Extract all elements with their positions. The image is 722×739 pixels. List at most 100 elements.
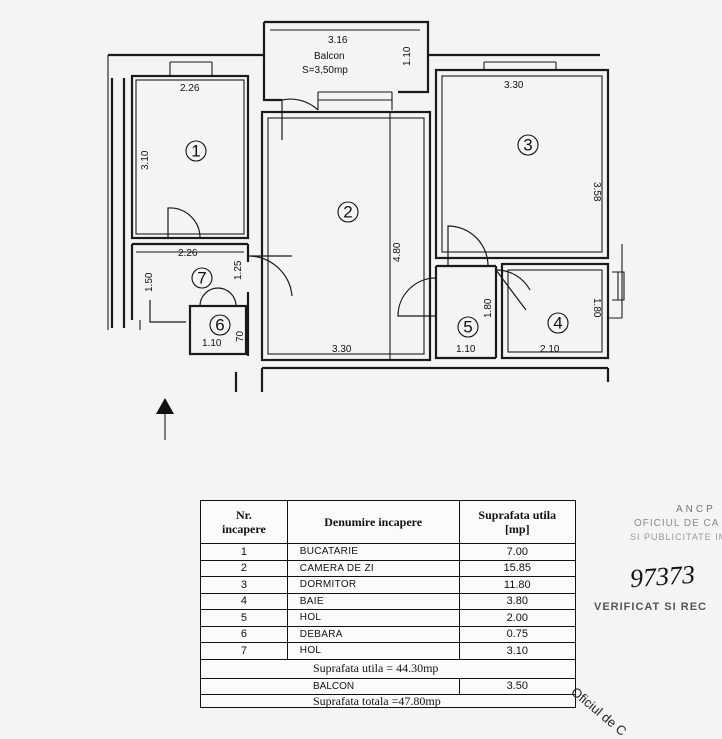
room-7-number: 7: [197, 268, 206, 287]
room-5-number: 5: [463, 317, 472, 336]
row-nr: 5: [200, 609, 288, 627]
balcony-door: [281, 98, 319, 140]
table-row: 3 DORMITOR 11.80: [200, 576, 577, 594]
balcony-depth-dim: 1.10: [402, 46, 413, 66]
room-1-inner: [135, 79, 245, 235]
row-area: 11.80: [458, 576, 577, 594]
row-name: CAMERA DE ZI: [286, 559, 460, 577]
room-7-outline: [130, 242, 250, 356]
north-arrow-icon: [156, 398, 174, 414]
balcony-name: Balcon: [314, 51, 345, 62]
room-6-outline: [188, 304, 248, 356]
room-3-outline: [434, 68, 610, 260]
room-1-window: [169, 54, 213, 76]
room-4-width-dim: 2.10: [540, 344, 560, 355]
room-5-height-dim: 1.80: [483, 298, 494, 318]
cadastre-stamp: ANCP OFICIUL DE CA SI PUBLICITATE IM 973…: [568, 498, 722, 739]
grand-total-row: Suprafata totala =47.80mp: [200, 694, 576, 708]
room-5-width-dim: 1.10: [456, 344, 476, 355]
room-2-width-dim: 3.30: [332, 344, 352, 355]
useful-total: Suprafata utila = 44.30mp: [200, 658, 576, 679]
room-5-marker: [457, 316, 479, 338]
col-header-nr-line2: incapere: [222, 522, 266, 536]
room-2-height-dim: 4.80: [392, 242, 403, 262]
row-area: 15.85: [458, 559, 577, 577]
stamp-number: 97373: [629, 559, 696, 594]
col-header-area: Suprafata utila [mp]: [458, 500, 577, 544]
col-header-nr: Nr. incapere: [200, 500, 288, 544]
room-6-doors: [199, 287, 237, 307]
room-4-outline: [500, 262, 610, 360]
row-nr: 3: [200, 576, 288, 594]
room-2-outline: [260, 110, 432, 362]
row-area: 0.75: [458, 625, 577, 643]
table-row: 5 HOL 2.00: [200, 609, 577, 627]
balcony-area: S=3,50mp: [302, 65, 348, 76]
row-area: 3.80: [458, 592, 577, 610]
row-area: 7.00: [458, 543, 577, 561]
stamp-office: OFICIUL DE CA: [634, 518, 720, 529]
row-nr: 4: [200, 592, 288, 610]
room-legend-table: Nr. incapere Denumire incapere Suprafata…: [200, 500, 577, 708]
right-outer-wall: [608, 244, 623, 319]
room-2-inner: [267, 117, 425, 355]
row-name: BUCATARIE: [286, 543, 460, 561]
room-3-window: [483, 54, 557, 70]
room-5-door: [397, 277, 437, 317]
room-4-inner: [507, 269, 603, 353]
room-3-width-dim: 3.30: [504, 80, 524, 91]
row-name: HOL: [286, 642, 460, 660]
room-6-height-dim: 70: [235, 330, 246, 342]
row-name: DORMITOR: [286, 576, 460, 594]
room-4-vent: [612, 271, 625, 301]
table-row: 4 BAIE 3.80: [200, 592, 577, 610]
room-5-outline: [434, 264, 498, 360]
left-outer-wall: [110, 78, 126, 328]
room-7-height-dim: 1.25: [233, 260, 244, 280]
balcony-area-value: 3.50: [458, 677, 577, 695]
stamp-office-line2: SI PUBLICITATE IM: [630, 532, 722, 542]
room-1-number: 1: [191, 141, 200, 160]
balcony-window: [317, 91, 393, 110]
room-6-marker: [209, 314, 231, 336]
room-1-door: [167, 207, 201, 239]
room-1-width-dim: 2.26: [180, 83, 200, 94]
room-1-height-dim: 3.10: [140, 150, 151, 170]
room-6-width-dim: 1.10: [202, 338, 222, 349]
room-3-height-dim: 3.58: [591, 182, 602, 202]
room-2-number: 2: [343, 202, 352, 221]
table-row: 7 HOL 3.10: [200, 642, 577, 660]
room-4-marker: [547, 312, 569, 334]
room-3-inner: [441, 75, 603, 253]
row-name: DEBARA: [286, 625, 460, 643]
room-7-door: [247, 255, 293, 297]
col-header-nr-line1: Nr.: [235, 508, 252, 522]
row-area: 3.10: [458, 642, 577, 660]
row-area: 2.00: [458, 609, 577, 627]
balcony-label: BALCON: [200, 677, 460, 695]
room-1-outline: [130, 74, 250, 240]
stamp-agency: ANCP: [676, 504, 716, 515]
lower-corridor: [234, 366, 610, 392]
balcony-width-dim: 3.16: [328, 35, 348, 46]
useful-total-row: Suprafata utila = 44.30mp: [200, 658, 576, 679]
col-header-area-line1: Suprafata utila: [478, 508, 557, 522]
row-nr: 2: [200, 559, 288, 577]
table-row: 1 BUCATARIE 7.00: [200, 543, 577, 561]
table-row: 6 DEBARA 0.75: [200, 625, 577, 643]
room-7-side-dim: 1.50: [144, 272, 155, 292]
floor-plan: 3.16 Balcon S=3,50mp 1.10 2.26 3.10 3.30…: [107, 20, 625, 440]
balcony-outline: [262, 20, 430, 102]
row-nr: 6: [200, 625, 288, 643]
room-7-inner: [136, 251, 244, 330]
col-header-area-line2: [mp]: [504, 522, 530, 536]
room-7-width-dim: 2.26: [178, 248, 198, 259]
table-row: 2 CAMERA DE ZI 15.85: [200, 559, 577, 577]
room-3-number: 3: [523, 135, 532, 154]
room-7-marker: [191, 267, 213, 289]
room-1-marker: [185, 140, 207, 162]
row-nr: 7: [200, 642, 288, 660]
room-6-number: 6: [215, 315, 224, 334]
stamp-verified: VERIFICAT SI REC: [594, 601, 707, 613]
room-2-marker: [337, 201, 359, 223]
